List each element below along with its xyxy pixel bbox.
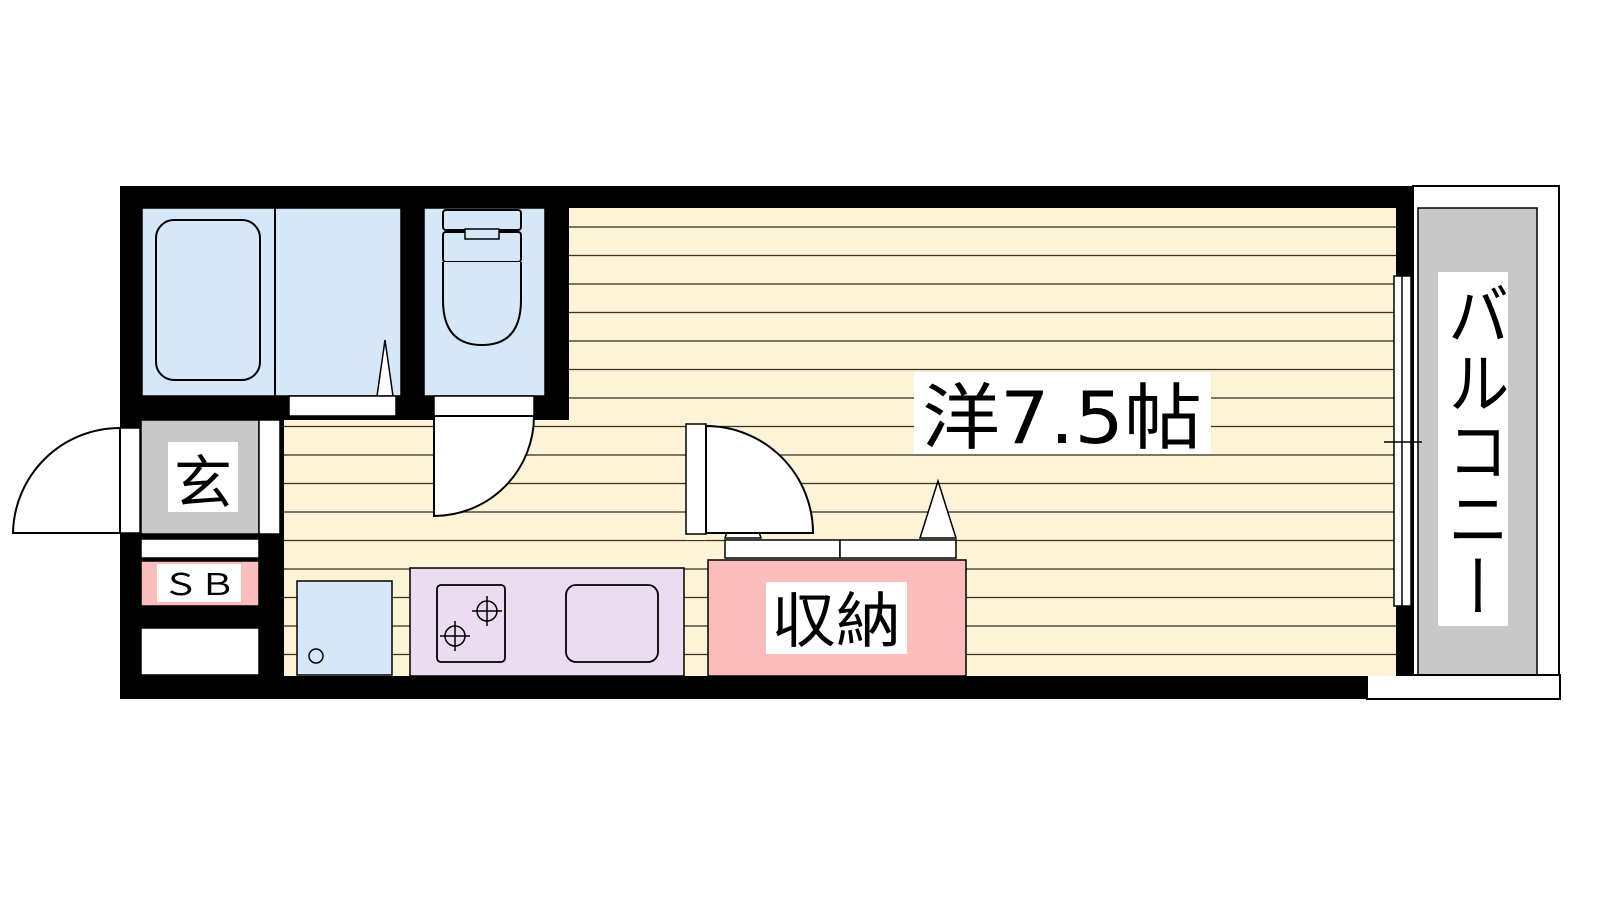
svg-text:洋7.5帖: 洋7.5帖 <box>922 376 1202 460</box>
lower-closet <box>140 627 260 676</box>
balcony-window <box>1384 275 1422 607</box>
shoe-box-label: ＳＢ <box>157 564 241 603</box>
balcony-label: バルコニー <box>1437 272 1510 626</box>
storage-label: 収納 <box>766 582 907 657</box>
western-room-label: 洋7.5帖 <box>914 372 1211 460</box>
svg-text:収納: 収納 <box>771 587 901 657</box>
stove-burner-icon <box>436 584 506 663</box>
svg-text:ＳＢ: ＳＢ <box>162 568 236 603</box>
bathtub-icon <box>155 219 261 381</box>
front-door-swing-icon <box>11 426 121 534</box>
toilet-icon <box>442 209 522 347</box>
storage-door-right <box>839 539 957 559</box>
storage-arrow-right-icon <box>918 478 958 539</box>
storage-door-left <box>724 539 841 559</box>
door-swing-icon <box>433 415 536 518</box>
bath-door-frame <box>288 395 397 417</box>
svg-text:玄: 玄 <box>174 449 232 517</box>
bathroom <box>141 207 402 397</box>
kitchen-counter <box>409 567 685 677</box>
toilet-room <box>423 207 546 397</box>
room-door-swing-icon <box>705 424 815 534</box>
svg-text:バルコニー: バルコニー <box>1437 280 1510 620</box>
burner-icon <box>440 596 502 651</box>
room-door-frame <box>685 423 707 535</box>
shoe-box-frame <box>140 538 260 559</box>
sink-icon <box>565 584 659 663</box>
toilet-door-frame <box>433 395 535 417</box>
drain-icon <box>308 648 324 664</box>
entrance-label: 玄 <box>168 442 238 517</box>
